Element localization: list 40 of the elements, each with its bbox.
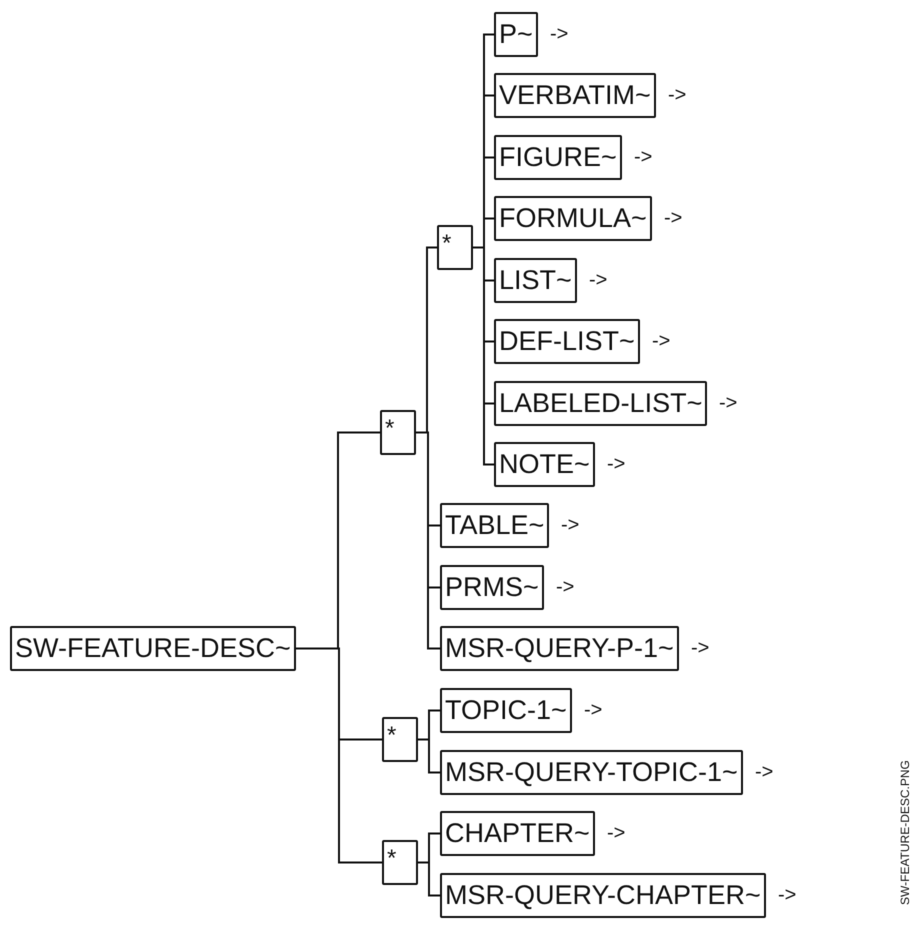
- element-box: P~: [494, 12, 538, 57]
- reference-arrow-text: ->: [634, 145, 652, 170]
- element-box: TABLE~: [440, 503, 550, 548]
- element-box: NOTE~: [494, 442, 595, 487]
- reference-arrow-text: ->: [691, 636, 710, 661]
- reference-arrow-text: ->: [556, 575, 574, 600]
- element-box: MSR-QUERY-P-1~: [440, 626, 679, 671]
- connector-line: [418, 862, 440, 896]
- reference-arrow-text: ->: [607, 452, 626, 477]
- file-name-label: SW-FEATURE-DESC.PNG: [898, 760, 912, 905]
- element-box: SW-FEATURE-DESC~: [10, 626, 296, 671]
- reference-arrow-text: ->: [561, 513, 580, 538]
- element-box: MSR-QUERY-CHAPTER~: [440, 873, 766, 918]
- reference-arrow-text: ->: [652, 329, 670, 354]
- element-box: LIST~: [494, 258, 577, 303]
- reference-arrow-text: ->: [584, 698, 602, 723]
- element-box: MSR-QUERY-TOPIC-1~: [440, 750, 743, 795]
- repeat-box: *: [380, 410, 416, 455]
- repeat-box: *: [382, 717, 418, 762]
- reference-arrow-text: ->: [550, 22, 568, 47]
- reference-arrow-text: ->: [668, 83, 686, 108]
- element-box: FIGURE~: [494, 135, 622, 180]
- reference-arrow-text: ->: [664, 206, 682, 231]
- element-box: FORMULA~: [494, 196, 652, 241]
- reference-arrow-text: ->: [778, 883, 796, 908]
- element-box: VERBATIM~: [494, 73, 656, 118]
- element-box: PRMS~: [440, 565, 544, 610]
- reference-arrow-text: ->: [755, 760, 774, 785]
- reference-arrow-text: ->: [719, 391, 738, 416]
- reference-arrow-text: ->: [607, 821, 626, 846]
- connector-line: [473, 246, 494, 466]
- element-box: CHAPTER~: [440, 811, 595, 856]
- element-box: TOPIC-1~: [440, 688, 572, 733]
- element-box: DEF-LIST~: [494, 319, 640, 364]
- connector-line: [296, 648, 382, 864]
- element-box: LABELED-LIST~: [494, 381, 708, 426]
- repeat-box: *: [382, 840, 418, 885]
- repeat-box: *: [437, 225, 473, 270]
- connector-line: [418, 738, 440, 774]
- reference-arrow-text: ->: [589, 268, 608, 293]
